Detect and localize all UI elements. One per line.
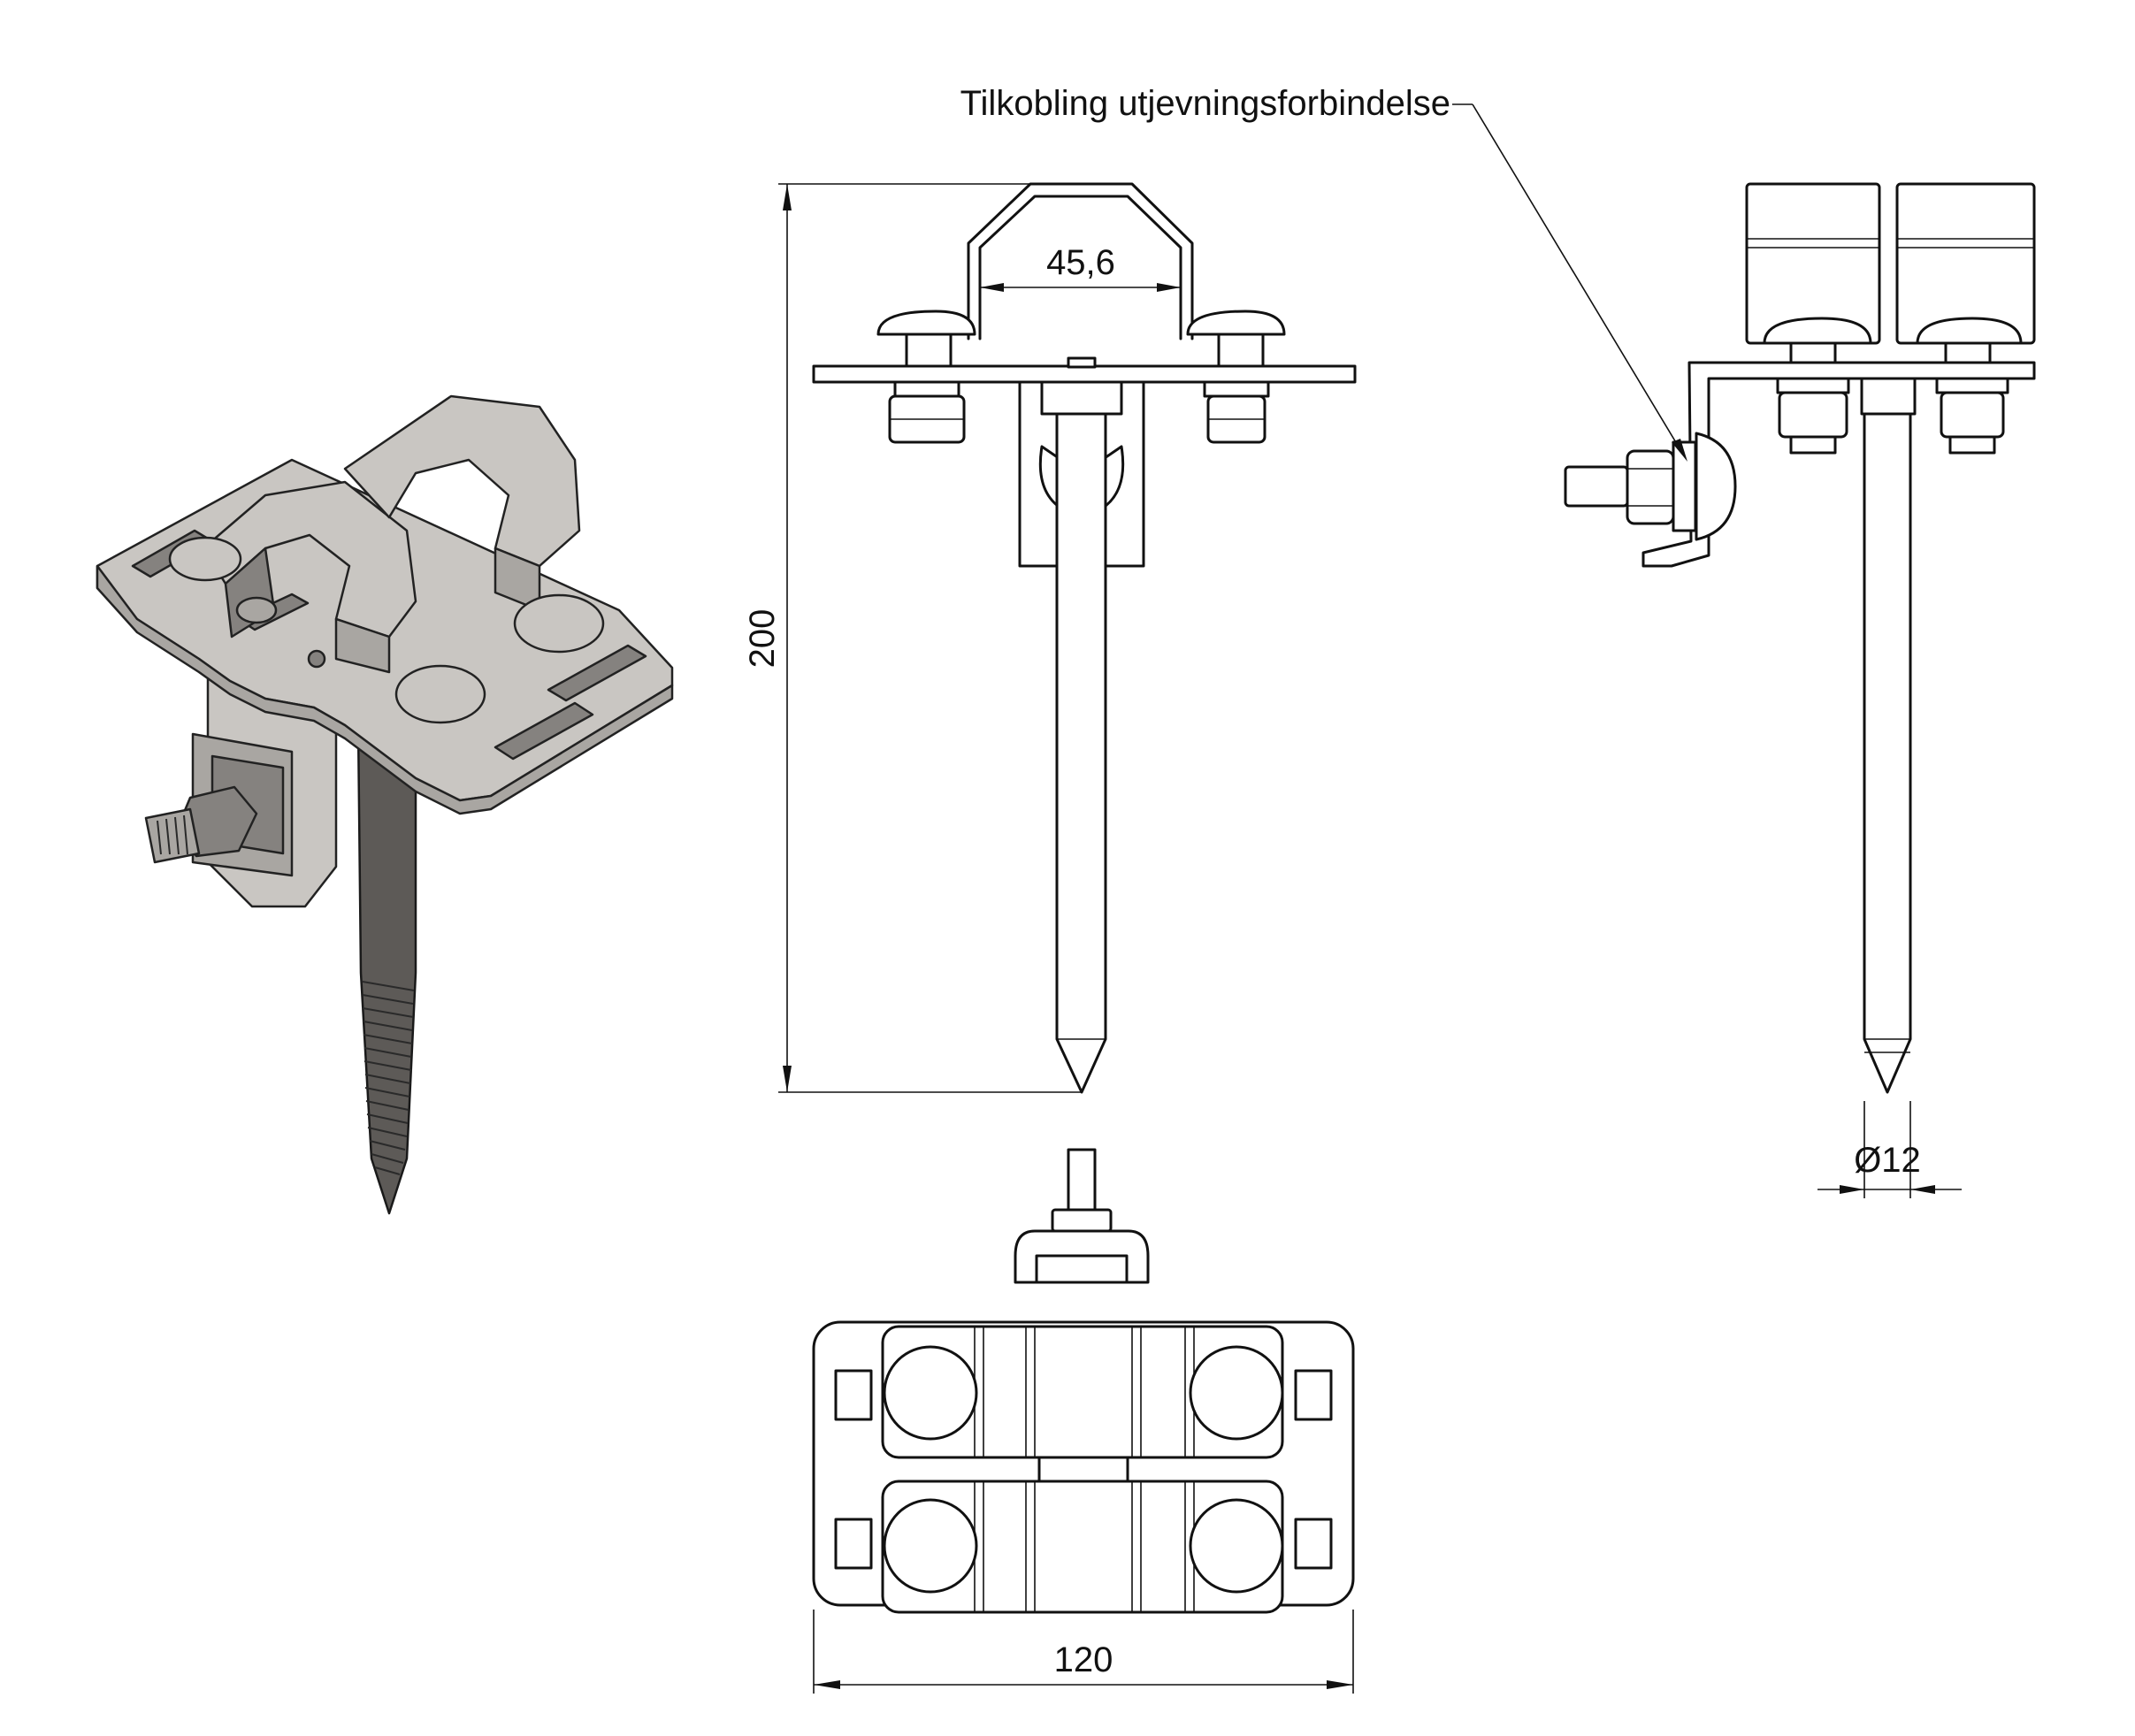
iso-bolt-heads — [168, 536, 605, 724]
top-view — [812, 1148, 1355, 1614]
side-view — [1564, 182, 2036, 1094]
iso-side-bracket — [144, 657, 338, 908]
front-view-dimensions: 45,6 200 — [743, 183, 1181, 1093]
front-view — [812, 182, 1357, 1094]
isometric-view — [96, 394, 674, 1215]
dim-height: 200 — [743, 609, 782, 669]
side-view-dimensions: Ø12 Tilkobling utjevningsforbindelse — [960, 84, 1962, 1198]
iso-threaded-rod — [356, 723, 417, 1215]
dim-width-base: 120 — [1054, 1640, 1113, 1679]
dim-width-top: 45,6 — [1046, 243, 1115, 282]
dim-diameter: Ø12 — [1854, 1141, 1921, 1180]
callout-label: Tilkobling utjevningsforbindelse — [960, 84, 1450, 123]
iso-clamp-right — [343, 394, 581, 612]
top-view-dimensions: 120 — [813, 1610, 1354, 1694]
